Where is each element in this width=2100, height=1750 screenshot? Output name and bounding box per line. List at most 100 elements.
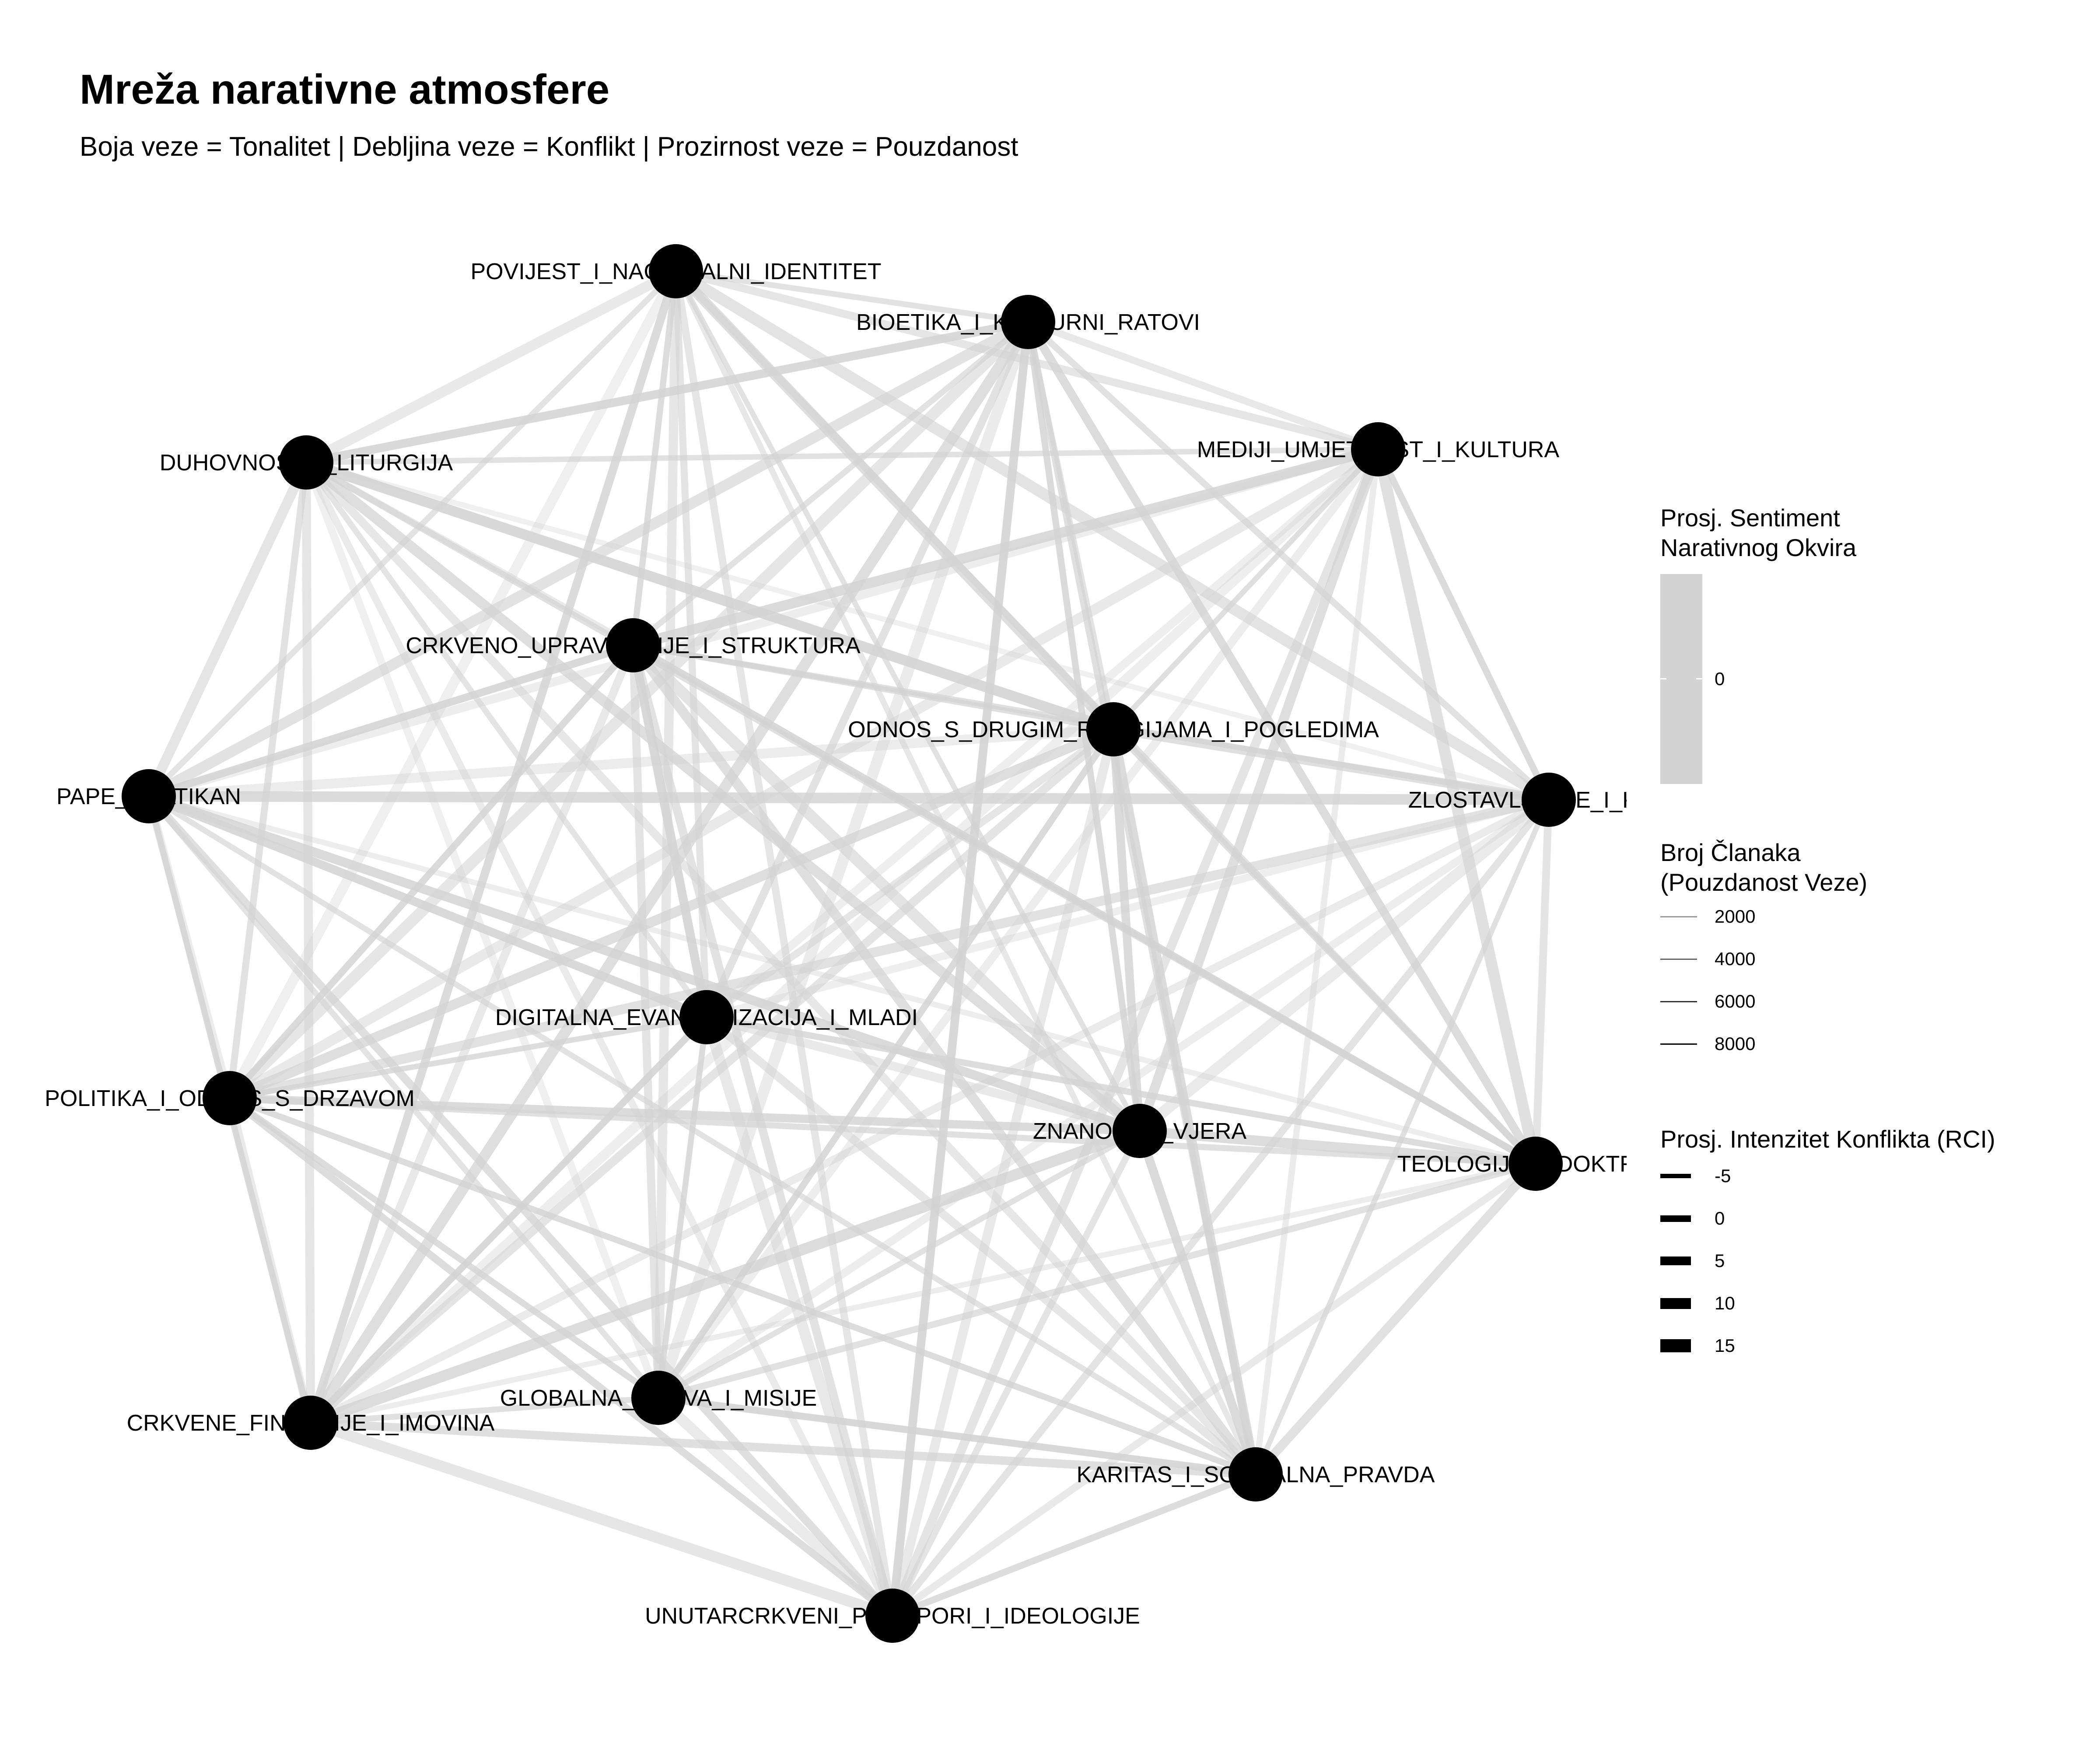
node-teologija[interactable] — [1508, 1137, 1563, 1191]
legend-articles-key — [1660, 1043, 1697, 1045]
edge-duhovnost-politika — [226, 462, 310, 1099]
edge-digitalna-karitas — [704, 1014, 1259, 1478]
edge-bioetika-politika — [225, 318, 1032, 1102]
edge-duhovnost-unutarcrkveni — [303, 461, 896, 1617]
legend-conflict-key — [1660, 1174, 1691, 1178]
node-mediji[interactable] — [1351, 422, 1405, 476]
legend-conflict-label: 0 — [1715, 1208, 1725, 1228]
edge-globalna-karitas — [658, 1394, 1256, 1478]
edge-digitalna-financije — [308, 1015, 709, 1425]
edge-bioetika-globalna — [653, 320, 1034, 1400]
node-label-duhovnost: DUHOVNOST_I_LITURGIJA — [160, 450, 453, 476]
node-label-mediji: MEDIJI_UMJETNOST_I_KULTURA — [1197, 437, 1560, 462]
edge-mediji-duhovnost — [306, 446, 1379, 466]
edge-odnos-financije — [308, 726, 1116, 1426]
node-label-karitas: KARITAS_I_SOCIJALNA_PRAVDA — [1077, 1462, 1435, 1488]
node-politika[interactable] — [203, 1071, 257, 1125]
legend-articles-label: 4000 — [1715, 948, 1756, 969]
legend-sentiment-colorbar — [1660, 574, 1702, 784]
legend-sentiment-tick-right — [1696, 678, 1702, 679]
edge-mediji-teologija — [1372, 448, 1541, 1165]
edge-povijest-duhovnost — [304, 266, 679, 467]
node-globalna[interactable] — [631, 1371, 686, 1425]
edge-duhovnost-zlostavljanje — [305, 460, 1550, 802]
label-layer: POVIJEST_I_NACIONALNI_IDENTITETBIOETIKA_… — [45, 259, 1628, 1629]
node-label-odnos: ODNOS_S_DRUGIM_RELIGIJAMA_I_POGLEDIMA — [848, 717, 1379, 742]
node-pape[interactable] — [122, 769, 176, 823]
node-label-znanost: ZNANOST_I_VJERA — [1033, 1119, 1247, 1144]
legend-articles-key — [1660, 959, 1697, 960]
legend-articles-key — [1660, 1001, 1697, 1002]
legend-sentiment-tick-left — [1660, 678, 1666, 679]
legend-sentiment: Prosj. Sentiment Narativnog Okvira 0 — [1660, 503, 1856, 784]
legend-conflict-label: 10 — [1715, 1293, 1735, 1313]
edge-znanost-teologija — [1139, 1126, 1536, 1169]
node-povijest[interactable] — [649, 244, 703, 298]
node-digitalna[interactable] — [679, 990, 734, 1044]
edge-bioetika-digitalna — [703, 320, 1032, 1019]
edge-financije-unutarcrkveni — [309, 1418, 894, 1621]
node-odnos[interactable] — [1086, 702, 1141, 756]
legend-conflict-key — [1660, 1298, 1691, 1309]
node-label-zlostavljanje: ZLOSTAVLJANJE_I_KRIZA — [1408, 788, 1628, 813]
node-label-unutarcrkveni: UNUTARCRKVENI_PRIJEPORI_I_IDEOLOGIJE — [645, 1603, 1140, 1629]
node-crkveno[interactable] — [606, 618, 660, 672]
chart-title: Mreža narativne atmosfere — [80, 66, 610, 113]
node-label-digitalna: DIGITALNA_EVANGELIZACIJA_I_MLADI — [495, 1005, 918, 1030]
edge-zlostavljanje-unutarcrkveni — [889, 797, 1552, 1618]
node-zlostavljanje[interactable] — [1522, 773, 1576, 827]
edge-bioetika-duhovnost — [305, 318, 1029, 467]
edge-odnos-zlostavljanje — [1113, 725, 1550, 804]
chart-subtitle: Boja veze = Tonalitet | Debljina veze = … — [80, 132, 1018, 162]
edge-politika-unutarcrkveni — [227, 1095, 895, 1619]
edge-pape-karitas — [147, 794, 1257, 1477]
edge-bioetika-mediji — [1027, 318, 1379, 453]
node-znanost[interactable] — [1113, 1104, 1167, 1158]
edge-povijest-bioetika — [676, 268, 1029, 325]
edge-mediji-odnos — [1111, 447, 1380, 732]
edge-mediji-financije — [307, 445, 1382, 1427]
edge-financije-karitas — [310, 1418, 1256, 1479]
edge-digitalna-globalna — [655, 1017, 710, 1398]
edge-povijest-pape — [147, 269, 678, 798]
legend-sentiment-title-line1: Prosj. Sentiment — [1660, 504, 1840, 532]
node-layer — [122, 244, 1576, 1643]
edge-crkveno-pape — [147, 641, 634, 800]
edge-odnos-pape — [148, 724, 1114, 802]
edge-teologija-unutarcrkveni — [890, 1161, 1538, 1619]
node-financije[interactable] — [284, 1396, 338, 1450]
edge-digitalna-teologija — [706, 1014, 1536, 1167]
node-karitas[interactable] — [1228, 1447, 1283, 1502]
edge-povijest-znanost — [673, 270, 1142, 1132]
edge-znanost-karitas — [1135, 1129, 1260, 1476]
legend-conflict-title: Prosj. Intenzitet Konflikta (RCI) — [1660, 1125, 1995, 1153]
legend-articles-key — [1660, 916, 1697, 917]
legend-articles-label: 8000 — [1715, 1033, 1756, 1054]
edge-teologija-globalna — [658, 1160, 1536, 1401]
network-graph: POVIJEST_I_NACIONALNI_IDENTITETBIOETIKA_… — [45, 244, 1628, 1643]
legend-articles-label: 2000 — [1715, 906, 1756, 927]
node-unutarcrkveni[interactable] — [865, 1589, 920, 1643]
edge-znanost-unutarcrkveni — [889, 1129, 1143, 1617]
edge-odnos-unutarcrkveni — [888, 728, 1118, 1617]
legend-conflict-label: 15 — [1715, 1335, 1735, 1356]
edge-politika-karitas — [228, 1095, 1257, 1477]
edge-karitas-unutarcrkveni — [891, 1471, 1257, 1619]
edge-pape-digitalna — [147, 792, 708, 1022]
edge-zlostavljanje-znanost — [1136, 795, 1553, 1136]
legend-articles-title-line1: Broj Članaka — [1660, 839, 1801, 866]
node-label-financije: CRKVENE_FINANCIJE_I_IMOVINA — [127, 1410, 495, 1436]
node-bioetika[interactable] — [1001, 295, 1055, 349]
edge-layer — [144, 266, 1553, 1621]
node-duhovnost[interactable] — [279, 435, 333, 490]
edge-mediji-karitas — [1252, 449, 1382, 1475]
legend-articles-title: Broj Članaka (Pouzdanost Veze) — [1660, 838, 1867, 897]
legend-conflict-key — [1660, 1256, 1691, 1265]
edge-duhovnost-pape — [144, 460, 311, 798]
edge-duhovnost-financije — [301, 462, 315, 1423]
edge-mediji-zlostavljanje — [1375, 448, 1552, 802]
edge-pape-globalna — [146, 794, 661, 1400]
node-label-crkveno: CRKVENO_UPRAVLJANJE_I_STRUKTURA — [406, 633, 861, 658]
